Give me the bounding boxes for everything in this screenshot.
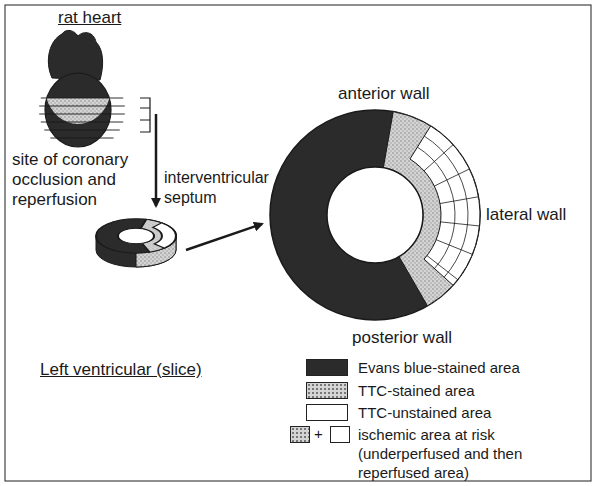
- large-slice: [270, 110, 480, 320]
- slice-line: [41, 98, 123, 99]
- region-label: anterior wall: [338, 84, 468, 104]
- annotation: interventricular septum: [164, 168, 294, 208]
- bracket: [140, 98, 150, 132]
- legend-sample: [330, 426, 350, 443]
- rat-heart: [39, 30, 125, 147]
- grid-line: [436, 240, 472, 255]
- legend-swatch: [306, 404, 348, 421]
- ventricle: [45, 73, 111, 147]
- grid-line: [427, 256, 458, 280]
- legend-text: TTC-stained area: [358, 381, 580, 400]
- slice-line: [41, 122, 123, 123]
- grid-arc: [424, 136, 468, 277]
- legend-sample: [290, 426, 310, 443]
- region-label: lateral wall: [486, 205, 582, 225]
- part-name: rat heart: [58, 8, 158, 28]
- slice-line: [39, 114, 125, 115]
- legend-text: ischemic area at risk (underperfused and…: [358, 425, 580, 482]
- small-slice: [96, 219, 176, 267]
- slice-line: [50, 138, 113, 139]
- grid-line: [441, 222, 480, 226]
- drawing-part: [153, 223, 176, 248]
- down-arrow: [155, 114, 158, 206]
- enlarge-arrow: [186, 224, 262, 250]
- part-name: Left ventricular (slice): [40, 360, 260, 380]
- lumen: [327, 167, 423, 263]
- frame: [5, 5, 591, 481]
- risk-zone: [47, 98, 110, 124]
- slice-top: [96, 219, 176, 253]
- annotation: site of coronary occlusion and reperfusi…: [12, 150, 150, 210]
- legend-swatch: [306, 382, 348, 399]
- slice-line: [44, 130, 120, 131]
- evans-area: [270, 110, 480, 320]
- drawing-part: [96, 219, 176, 253]
- slice-line: [39, 106, 125, 107]
- grid-line: [434, 169, 469, 186]
- grid-line: [440, 197, 478, 204]
- region-label: posterior wall: [352, 328, 492, 348]
- legend-plus: +: [314, 424, 330, 444]
- legend-swatch: [306, 359, 348, 376]
- legend-text: Evans blue-stained area: [358, 358, 580, 377]
- drawing-part: [118, 228, 154, 243]
- legend-text: TTC-unstained area: [358, 403, 580, 422]
